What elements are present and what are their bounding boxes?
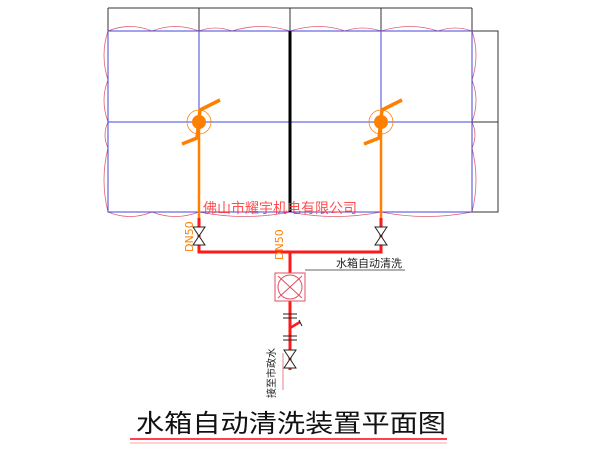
pipe-size-label-center: DN50	[273, 229, 286, 260]
drawing-title: 水箱自动清洗装置平面图	[136, 409, 446, 438]
gate-valve-right	[374, 226, 388, 246]
gate-valve-supply	[283, 349, 297, 369]
tank-frame	[107, 7, 499, 213]
check-valve-icon	[283, 313, 303, 341]
gate-valve-left	[192, 226, 206, 246]
device-label: 水箱自动清洗	[336, 256, 402, 270]
cleaning-nozzle-left	[181, 98, 221, 222]
supply-label: 接至市政水	[265, 348, 278, 398]
pipe-size-label-left: DN50	[183, 221, 196, 252]
company-watermark: 佛山市耀宇机电有限公司	[203, 200, 357, 217]
auto-cleaning-device-icon	[274, 272, 306, 302]
supply-pipe	[197, 218, 383, 370]
cleaning-nozzle-right	[363, 98, 403, 222]
